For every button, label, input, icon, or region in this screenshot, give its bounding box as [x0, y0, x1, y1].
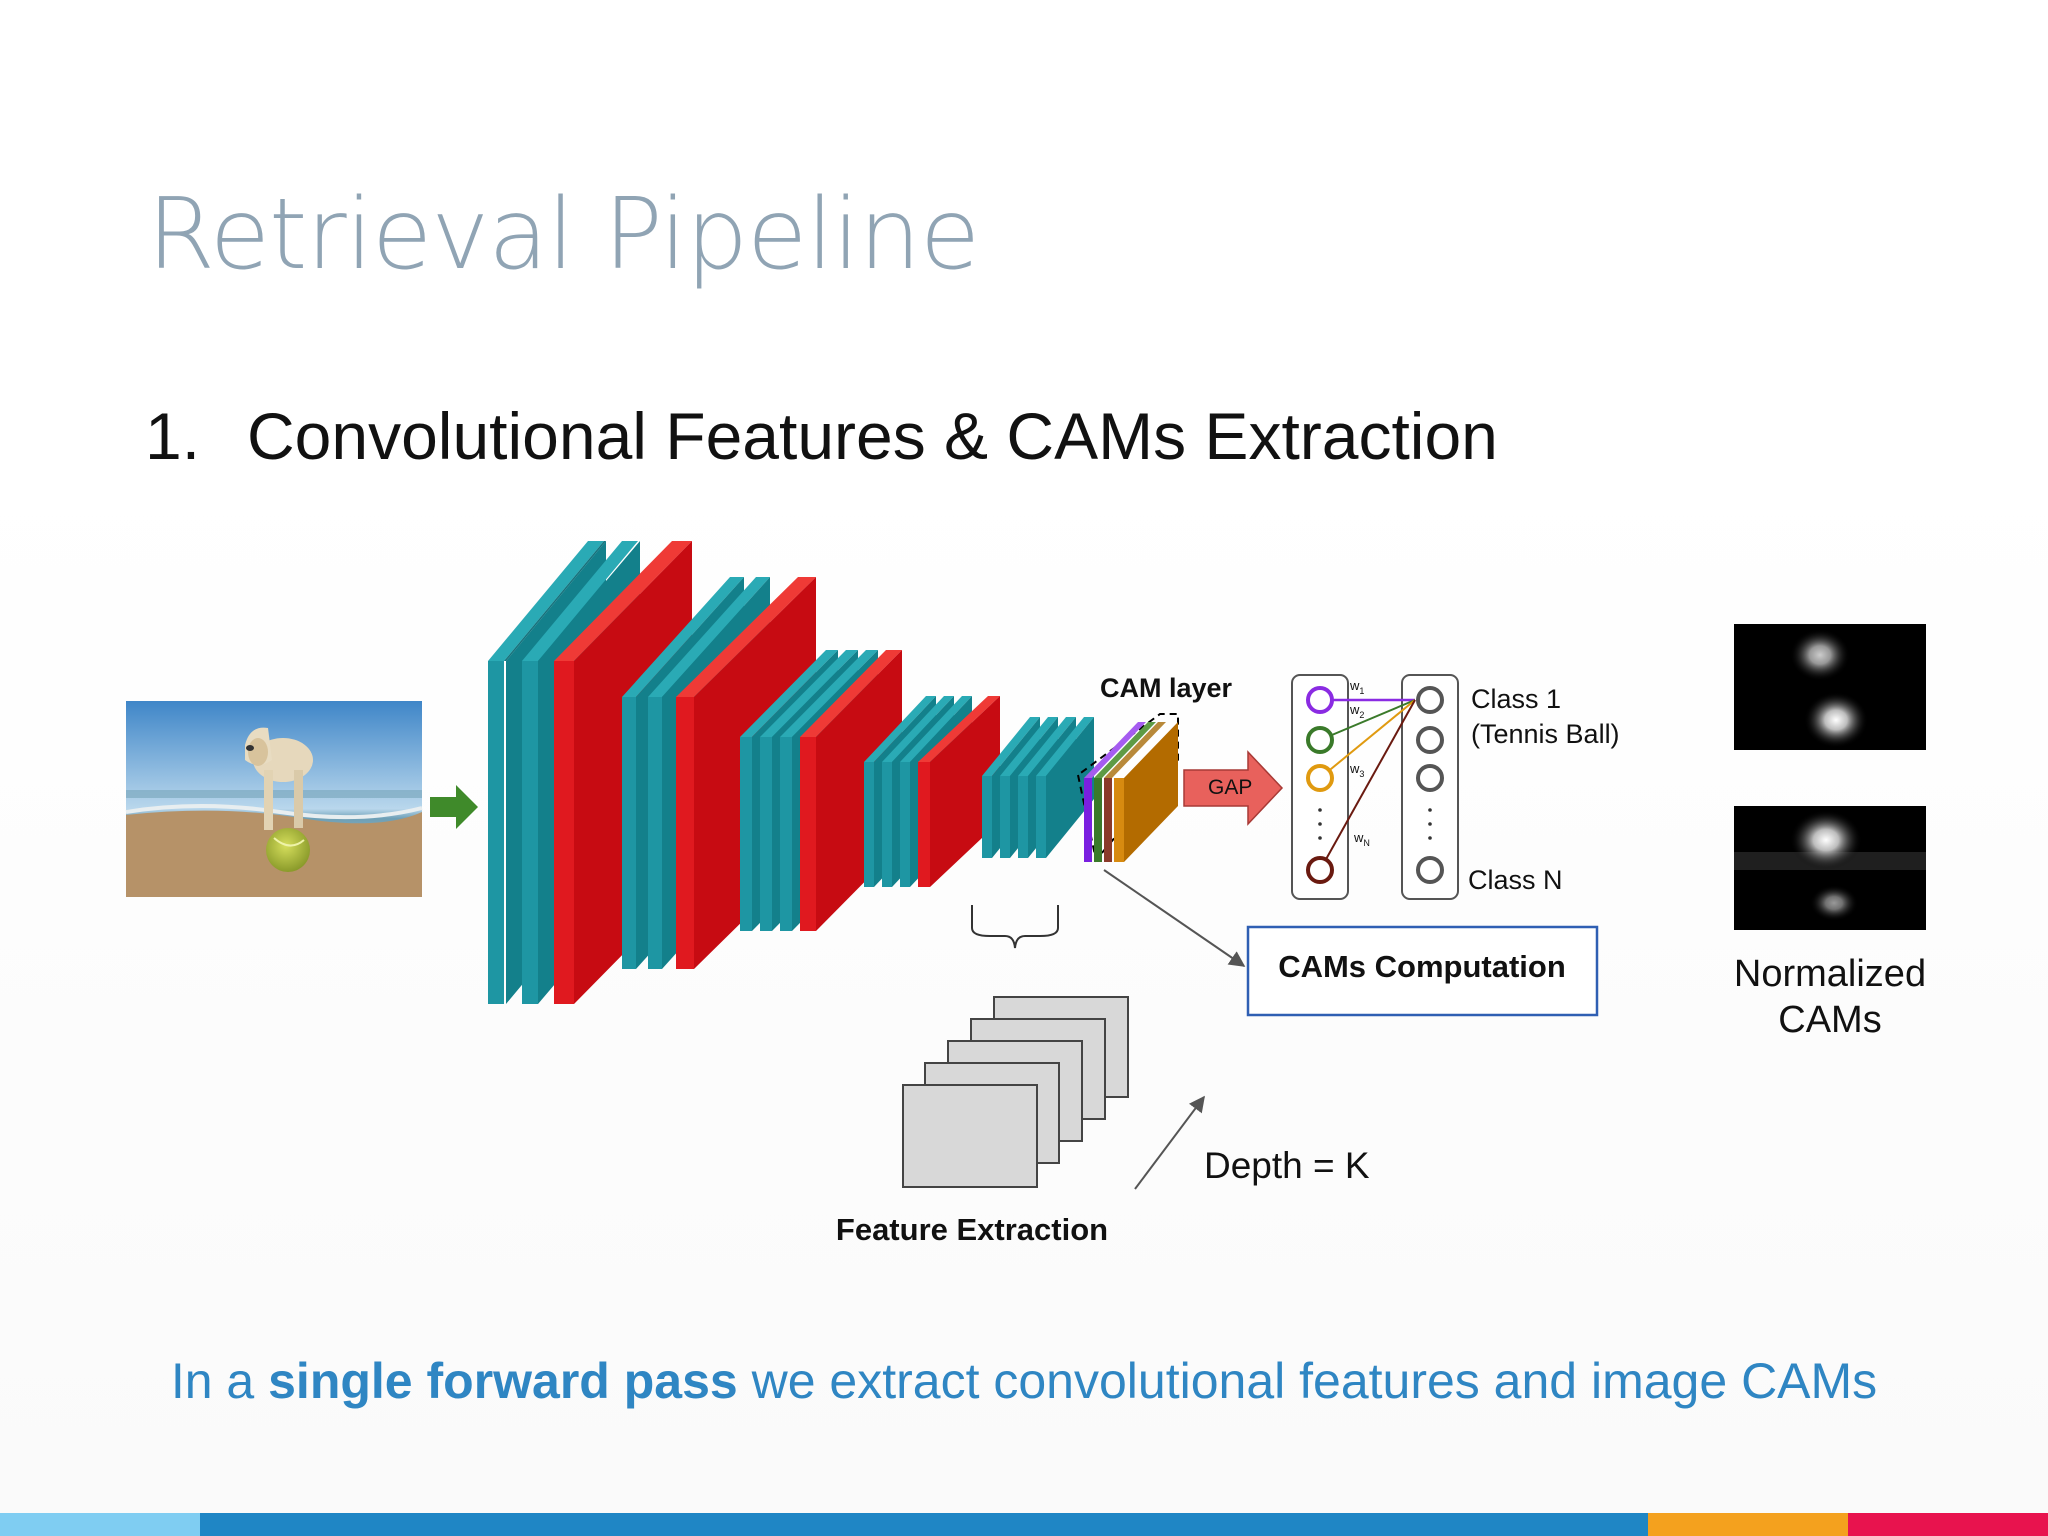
cams-computation-label: CAMs Computation — [1278, 949, 1566, 984]
cams-computation-box: CAMs Computation — [1246, 925, 1599, 1017]
brace — [971, 905, 1059, 949]
input-photo — [125, 701, 423, 897]
gap-label: GAP — [1208, 776, 1252, 799]
fc-node-2 — [1306, 726, 1334, 754]
cams-arrow — [1103, 869, 1246, 967]
depth-label: Depth = K — [1204, 1145, 1370, 1186]
normalized-cams-label-2: CAMs — [1778, 999, 1881, 1041]
class-node-3 — [1416, 764, 1444, 792]
class-node-1 — [1416, 686, 1444, 714]
slide-caption: In a single forward pass we extract conv… — [0, 1352, 2048, 1410]
weight-label-n: wN — [1353, 830, 1370, 848]
conv-block-3 — [740, 650, 902, 931]
normalized-cams-label-1: Normalized — [1734, 953, 1926, 995]
weight-label-3: w3 — [1349, 761, 1364, 779]
class-n-label: Class N — [1468, 865, 1563, 895]
conv-block-4 — [864, 696, 1000, 887]
bar-segment-3 — [1648, 1513, 1848, 1536]
class-node-n — [1416, 856, 1444, 884]
feature-extraction-label: Feature Extraction — [836, 1212, 1108, 1247]
normalized-cam-2 — [1734, 806, 1926, 930]
slide-subtitle: 1. Convolutional Features & CAMs Extracti… — [145, 398, 1498, 474]
conv-block-5 — [982, 717, 1094, 858]
caption-prefix: In a — [170, 1353, 269, 1409]
class-1-sub-label: (Tennis Ball) — [1471, 719, 1620, 749]
bar-segment-2 — [200, 1513, 1648, 1536]
class-1-label: Class 1 — [1471, 684, 1561, 714]
fc-node-n — [1306, 856, 1334, 884]
dog-image — [245, 727, 313, 830]
cam-layer: CAM layer — [1076, 673, 1233, 863]
tennis-ball-image — [266, 828, 310, 872]
caption-bold: single forward pass — [268, 1353, 738, 1409]
cam-layer-label: CAM layer — [1100, 673, 1233, 703]
fc-node-3 — [1306, 764, 1334, 792]
fc-layer: w1 w2 w3 wN Class 1 (Tennis Ball) Class … — [1291, 674, 1620, 900]
weight-label-1: w1 — [1349, 678, 1364, 696]
subtitle-text: Convolutional Features & CAMs Extraction — [247, 399, 1498, 473]
normalized-cam-1 — [1734, 624, 1926, 750]
caption-suffix: we extract convolutional features and im… — [737, 1353, 1878, 1409]
slide-title: Retrieval Pipeline — [147, 178, 980, 292]
bottom-color-bar — [0, 1513, 2048, 1536]
subtitle-number: 1. — [145, 399, 201, 473]
depth-arrow — [1134, 1095, 1205, 1190]
gap-arrow: GAP — [1183, 750, 1284, 826]
bar-segment-4 — [1848, 1513, 2048, 1536]
feature-map-stack — [902, 996, 1129, 1188]
input-arrow — [430, 785, 478, 829]
weight-label-2: w2 — [1349, 702, 1364, 720]
class-node-2 — [1416, 726, 1444, 754]
fc-node-1 — [1306, 686, 1334, 714]
bar-segment-1 — [0, 1513, 200, 1536]
